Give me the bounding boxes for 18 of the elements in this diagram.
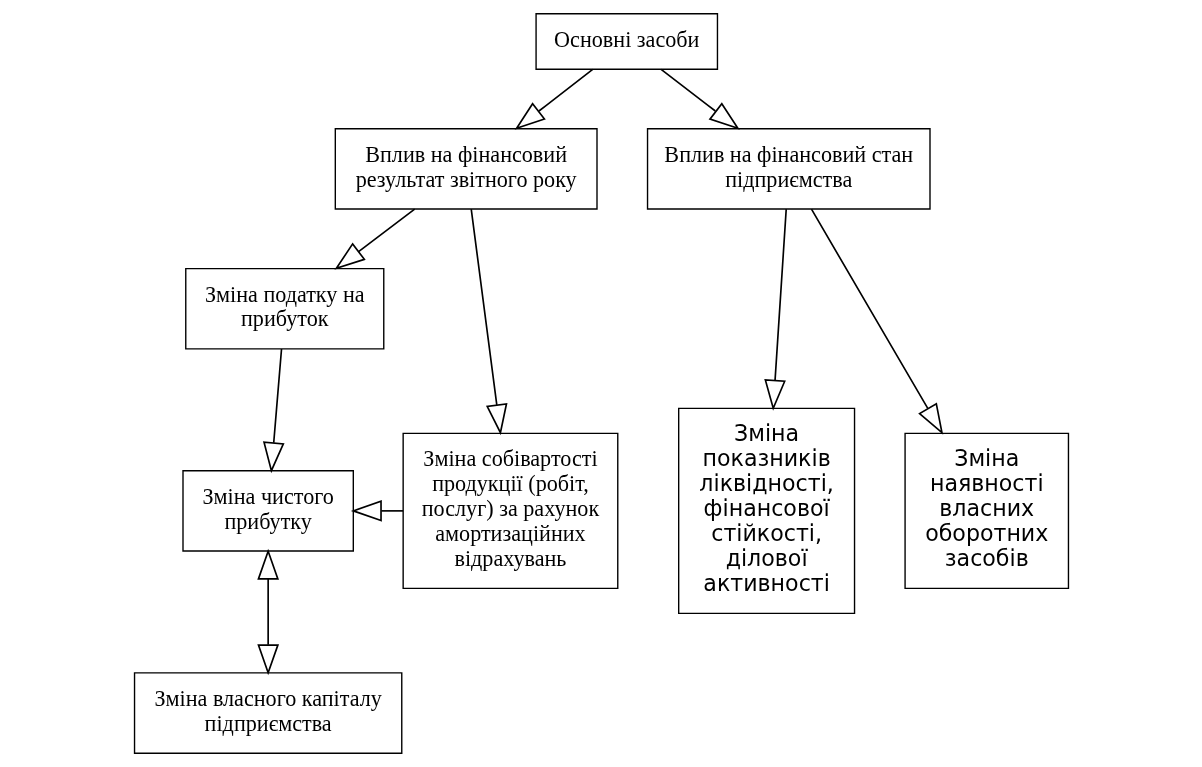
arrow [659, 68, 740, 130]
arrow [333, 208, 415, 270]
arrow [469, 208, 507, 436]
node-box: Зміна собівартості продукції (робіт, послуг) за рахунок амортизаційних відрахувань [401, 432, 618, 590]
node-box: Зміна показників ліквідності, фінансової стійкості, ділової активності [677, 407, 855, 615]
node-box: Зміна чистого прибутку [181, 470, 354, 552]
arrow [262, 348, 285, 474]
node-box: Зміна наявності власних оборотних засобів [903, 432, 1069, 590]
arrow [514, 68, 594, 130]
node-box: Зміна власного капіталу підприємства [133, 672, 402, 754]
node-box: Зміна податку на прибуток [184, 267, 384, 350]
node-box: Вплив на фінансовий результат звітного року [334, 128, 598, 210]
node-box: Основні засоби [534, 13, 718, 70]
arrow [810, 208, 943, 435]
arrow [256, 548, 279, 676]
node-box: Вплив на фінансовий стан підприємства [646, 128, 931, 210]
arrow [350, 500, 404, 522]
arrow [763, 208, 787, 411]
